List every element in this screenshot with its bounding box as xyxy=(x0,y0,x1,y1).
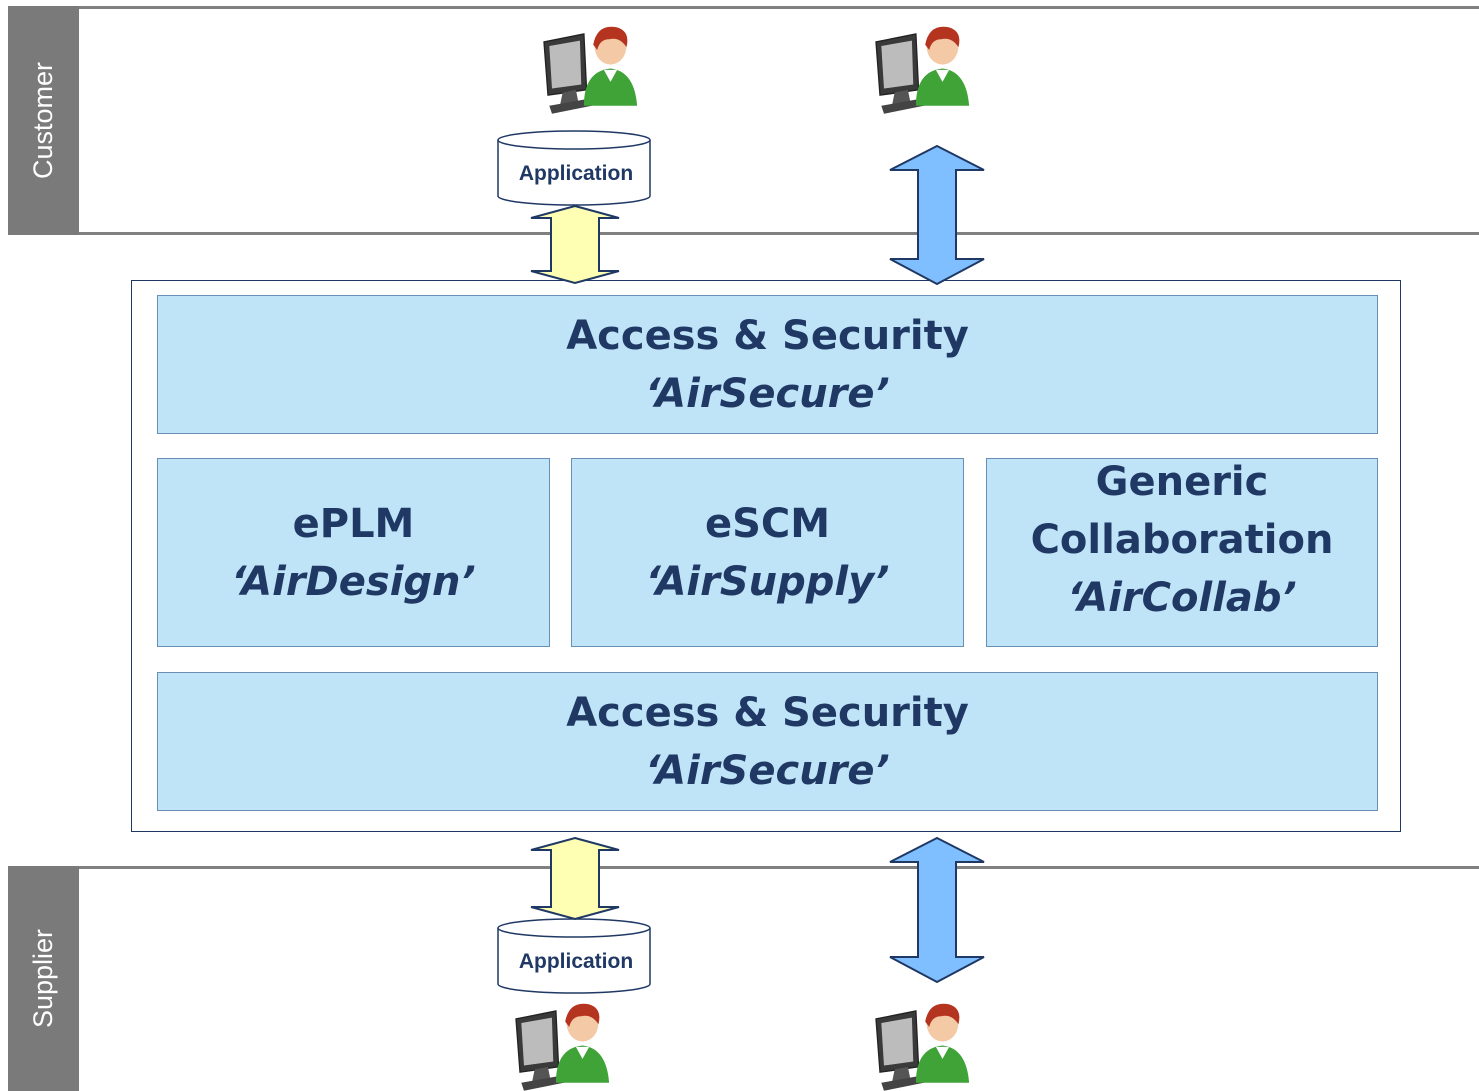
generic-title-line1: Generic xyxy=(1095,459,1269,505)
supplier-lane-label: Supplier xyxy=(8,866,79,1091)
generic-title-line2: Collaboration xyxy=(1030,517,1334,563)
customer-user-icon-2 xyxy=(875,26,970,115)
customer-lane-label: Customer xyxy=(8,6,79,235)
supplier-lane-top-line xyxy=(78,866,1479,869)
access-security-bottom-block: Access & Security ‘AirSecure’ xyxy=(157,672,1378,811)
escm-title: eSCM xyxy=(704,500,831,547)
supplier-yellow-double-arrow-icon xyxy=(530,836,620,921)
escm-block: eSCM ‘AirSupply’ xyxy=(571,458,964,647)
eplm-subtitle: ‘AirDesign’ xyxy=(231,558,476,605)
customer-lane-bottom-line xyxy=(78,232,1479,235)
access-security-top-title: Access & Security xyxy=(566,312,969,359)
supplier-application-label: Application xyxy=(519,950,633,973)
customer-user-icon-1 xyxy=(543,26,638,115)
supplier-user-icon-2 xyxy=(875,1003,970,1091)
access-security-top-block: Access & Security ‘AirSecure’ xyxy=(157,295,1378,434)
customer-yellow-double-arrow-icon xyxy=(530,204,620,285)
escm-subtitle: ‘AirSupply’ xyxy=(645,558,890,605)
access-security-bottom-subtitle: ‘AirSecure’ xyxy=(645,747,890,794)
supplier-blue-double-arrow-icon xyxy=(889,836,985,984)
eplm-title: ePLM xyxy=(292,500,415,547)
access-security-bottom-title: Access & Security xyxy=(566,689,969,736)
generic-subtitle: ‘AirCollab’ xyxy=(1067,575,1297,621)
customer-application-label: Application xyxy=(519,162,633,185)
platform-frame: Access & Security ‘AirSecure’ ePLM ‘AirD… xyxy=(131,280,1401,832)
customer-application-database-icon: Application xyxy=(497,130,651,206)
customer-blue-double-arrow-icon xyxy=(889,144,985,286)
generic-collaboration-block: Generic Collaboration ‘AirCollab’ xyxy=(986,458,1378,647)
supplier-application-database-icon: Application xyxy=(497,918,651,994)
access-security-top-subtitle: ‘AirSecure’ xyxy=(645,370,890,417)
customer-lane-top-line xyxy=(78,6,1479,9)
eplm-block: ePLM ‘AirDesign’ xyxy=(157,458,550,647)
supplier-user-icon-1 xyxy=(515,1003,610,1091)
